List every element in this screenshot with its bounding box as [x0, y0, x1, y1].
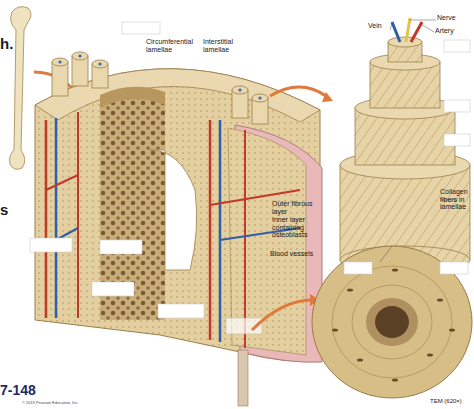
osteon-layers	[340, 37, 470, 274]
part-label: s	[0, 202, 14, 219]
part-label: © 2019 Pearson Education, Inc.	[22, 401, 142, 405]
pointer-arrow	[270, 87, 326, 96]
femur-icon	[10, 7, 32, 170]
blank-label-box	[30, 22, 470, 318]
part-label: Inner layer containing osteoblasts	[272, 216, 326, 239]
part-label: 7-148	[0, 383, 60, 398]
part-label: Collagen fibers in lamellae	[440, 188, 474, 211]
part-label: TEM (620×)	[430, 398, 474, 405]
pointer-arrow	[252, 300, 312, 330]
part-label: Circumferential lamellae	[146, 38, 198, 53]
tem-micrograph	[312, 246, 472, 398]
part-label: Vein	[368, 22, 392, 30]
artery-line	[411, 22, 422, 42]
part-label: Blood vessels	[270, 250, 322, 258]
vein-line	[392, 22, 400, 42]
part-label: Artery	[435, 27, 469, 35]
nerve-line	[406, 18, 410, 42]
part-label: Interstitial lamellae	[203, 38, 249, 53]
part-label: Outer fibrous layer	[272, 200, 322, 215]
arrow-head	[322, 92, 333, 102]
part-label: Nerve	[437, 14, 469, 22]
part-label: h.	[0, 36, 20, 53]
